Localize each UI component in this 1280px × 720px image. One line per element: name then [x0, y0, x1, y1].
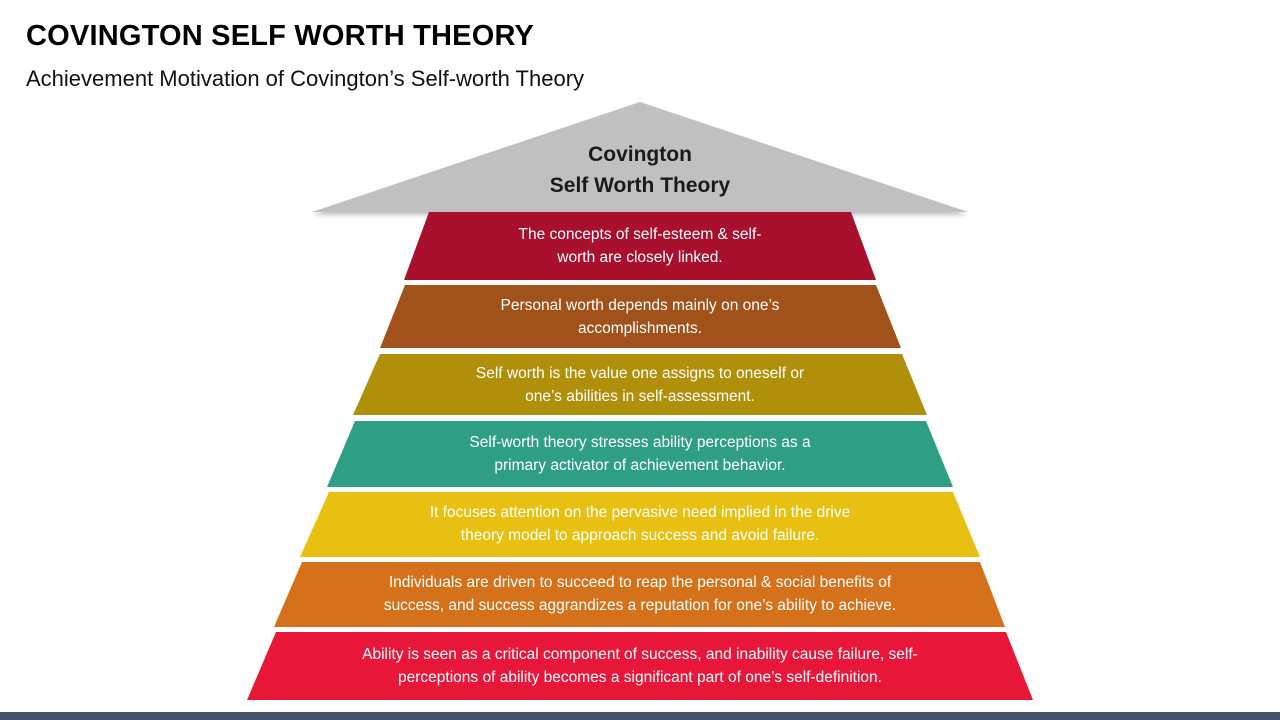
roof-label-line2: Self Worth Theory — [549, 174, 731, 197]
tier-1-line2: worth are closely linked. — [557, 249, 723, 266]
tier-4-shape — [327, 421, 953, 487]
tier-6-text: Individuals are driven to succeed to rea… — [240, 571, 1040, 617]
tier-5-line2: theory model to approach success and avo… — [460, 527, 820, 544]
tier-1-line1: The concepts of self-esteem & self- — [518, 226, 762, 243]
roof-label: Covington Self Worth Theory — [440, 139, 840, 201]
tier-6-line1: Individuals are driven to succeed to rea… — [388, 574, 892, 591]
tier-3-line2: one’s abilities in self-assessment. — [525, 388, 755, 405]
tier-6-shape — [274, 562, 1005, 627]
tier-2-text: Personal worth depends mainly on one’s a… — [240, 294, 1040, 340]
tier-6-line2: success, and success aggrandizes a reput… — [383, 597, 897, 614]
tier-4-line2: primary activator of achievement behavio… — [494, 457, 786, 474]
tier-1-shape — [404, 212, 876, 280]
tier-1-text: The concepts of self-esteem & self- wort… — [240, 223, 1040, 269]
tier-7-line1: Ability is seen as a critical component … — [362, 646, 918, 663]
roof-shape — [312, 102, 968, 212]
tier-5-shape — [300, 492, 980, 557]
tier-7-shape — [247, 632, 1033, 700]
bottom-bar — [0, 712, 1280, 720]
slide-title: COVINGTON SELF WORTH THEORY — [26, 20, 535, 52]
tier-3-line1: Self worth is the value one assigns to o… — [475, 365, 805, 382]
roof-label-line1: Covington — [588, 143, 692, 166]
tier-7-line2: perceptions of ability becomes a signifi… — [398, 669, 882, 686]
tier-4-text: Self-worth theory stresses ability perce… — [240, 431, 1040, 477]
tier-2-line2: accomplishments. — [577, 320, 703, 337]
tier-2-line1: Personal worth depends mainly on one’s — [500, 297, 780, 314]
tier-5-text: It focuses attention on the pervasive ne… — [240, 501, 1040, 547]
tier-5-line1: It focuses attention on the pervasive ne… — [429, 504, 851, 521]
tier-2-shape — [380, 285, 901, 348]
slide-subtitle: Achievement Motivation of Covington’s Se… — [26, 66, 585, 91]
tier-3-text: Self worth is the value one assigns to o… — [240, 362, 1040, 408]
tier-7-text: Ability is seen as a critical component … — [240, 643, 1040, 689]
tier-3-shape — [353, 354, 927, 415]
tier-4-line1: Self-worth theory stresses ability perce… — [469, 434, 811, 451]
